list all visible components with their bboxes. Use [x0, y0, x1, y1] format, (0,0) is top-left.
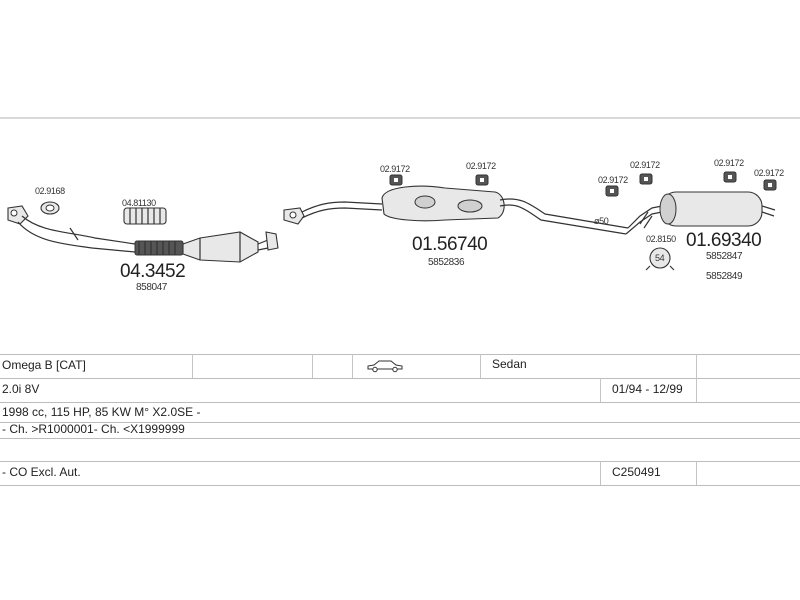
downpipe-flex-section [134, 240, 184, 256]
rear-silencer-oe-label-2: 5852849 [706, 271, 743, 282]
intermediate-pipe [499, 198, 629, 229]
clamp-label: 02.8150 [646, 234, 676, 244]
exhaust-diagram: 02.9168 04.81130 04.3452 858047 02.9172 … [7, 158, 785, 293]
hanger-label-5: 02.9172 [714, 158, 744, 168]
downpipe-label: 04.3452 [120, 261, 185, 282]
catalytic-converter [182, 231, 259, 263]
hanger-shape-5 [723, 171, 737, 183]
centre-silencer-body [381, 185, 505, 222]
hanger-shape-4 [639, 173, 653, 185]
hanger-label-4: 02.9172 [630, 160, 660, 170]
hanger-label-3: 02.9172 [598, 175, 628, 185]
gasket-label: 02.9168 [35, 186, 65, 196]
vehicle-spec: 1998 cc, 115 HP, 85 KW M° X2.0SE - [2, 405, 201, 419]
centre-silencer-oe-label: 5852836 [428, 257, 465, 268]
centre-silencer-assembly [283, 185, 629, 235]
vehicle-code: C250491 [612, 465, 661, 479]
vehicle-engine: 2.0i 8V [2, 382, 40, 396]
hanger-label-2: 02.9172 [466, 161, 496, 171]
vehicle-chassis: - Ch. >R1000001- Ch. <X1999999 [2, 422, 185, 436]
clamp-diameter-label: 54 [655, 253, 665, 263]
rear-inlet-pipe [627, 205, 663, 229]
vehicle-body-type: Sedan [492, 357, 527, 371]
hanger-shape-3 [605, 185, 619, 197]
downpipe-oe-label: 858047 [136, 282, 168, 293]
rear-silencer-body [661, 191, 763, 227]
hanger-shape-6 [763, 179, 777, 191]
hanger-shape-2 [475, 174, 489, 186]
clamp-shape [649, 247, 671, 269]
flexible-pipe-shape [123, 207, 167, 225]
rear-silencer-label: 01.69340 [686, 230, 761, 251]
gasket-part [40, 201, 60, 215]
downpipe-outlet-flange [265, 231, 279, 251]
tailpipe [761, 205, 776, 217]
downpipe-tube-upper [21, 215, 136, 245]
sedan-car-icon [367, 360, 403, 373]
rear-silencer-oe-label-1: 5852847 [706, 251, 743, 262]
pipe-diameter-label: ø50 [594, 216, 609, 226]
manifold-flange [7, 205, 29, 225]
vehicle-note: - CO Excl. Aut. [2, 465, 81, 479]
top-divider [0, 117, 800, 119]
flexible-pipe-label: 04.81130 [122, 198, 156, 208]
flexible-pipe-part [123, 207, 167, 225]
hanger-shape-1 [389, 174, 403, 186]
centre-inlet-pipe [301, 201, 383, 213]
centre-silencer-label: 01.56740 [412, 234, 487, 255]
hanger-label-6: 02.9172 [754, 168, 784, 178]
downpipe-assembly [7, 205, 279, 263]
rear-silencer-assembly [625, 191, 776, 235]
downpipe-tube-lower [17, 221, 136, 253]
clamp-part [645, 247, 675, 271]
vehicle-years: 01/94 - 12/99 [612, 382, 683, 396]
vehicle-model: Omega B [CAT] [2, 358, 86, 372]
hanger-label-1: 02.9172 [380, 164, 410, 174]
